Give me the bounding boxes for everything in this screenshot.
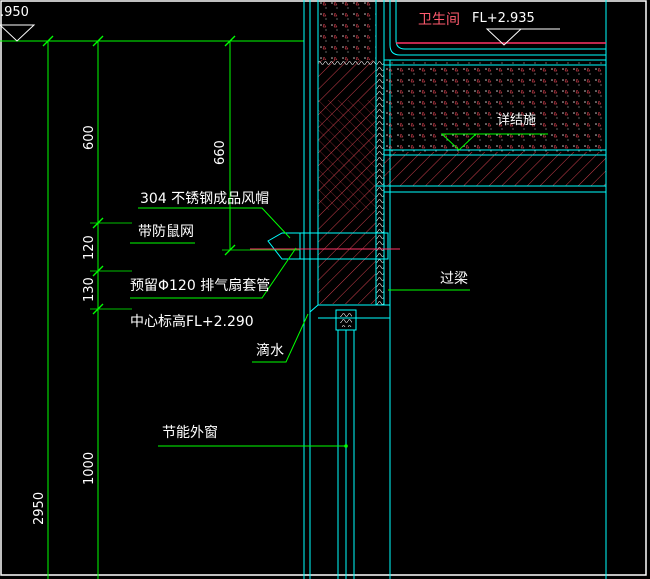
vent-cap-leader <box>138 207 291 239</box>
see-structure-text: 详结施 <box>497 113 536 128</box>
dim-600-text: 600 <box>82 125 97 150</box>
dim-130-text: 130 <box>82 277 97 302</box>
elevation-marker-left <box>0 24 36 42</box>
insulation-layer <box>376 60 384 305</box>
drip-text: 滴水 <box>256 342 284 359</box>
dim-ticks <box>42 35 236 315</box>
vent-cap-text: 304 不锈钢成品风帽 <box>140 191 269 207</box>
elevation-top-left-text: .950 <box>0 5 29 20</box>
sleeve-text: 预留Φ120 排气扇套管 <box>130 278 270 294</box>
lintel-text: 过梁 <box>440 271 468 287</box>
drip-leader <box>252 313 309 363</box>
window-frame <box>309 304 357 579</box>
wall-upper-concrete <box>318 0 376 60</box>
exhaust-pipe <box>267 232 389 260</box>
slab-outlines <box>384 0 607 579</box>
room-bathroom-text: 卫生间 <box>418 12 460 28</box>
dim-1000-text: 1000 <box>82 452 97 485</box>
dim-120-text: 120 <box>82 235 97 260</box>
center-elevation-text: 中心标高FL+2.290 <box>130 313 254 330</box>
insulation-band-top <box>318 60 376 65</box>
bathroom-upper <box>389 0 606 56</box>
sleeve-leader <box>130 247 297 299</box>
wall-beam-crosshatch <box>318 100 376 210</box>
window-seal <box>340 313 352 327</box>
rat-mesh-text: 带防鼠网 <box>138 224 194 240</box>
elevation-bathroom-text: FL+2.935 <box>472 11 535 26</box>
dim-2950-text: 2950 <box>32 492 47 525</box>
extension-lines <box>90 222 300 310</box>
window-leader-dot <box>344 444 348 448</box>
slab-hatch <box>384 152 606 186</box>
slab-concrete-top <box>384 60 606 152</box>
window-text: 节能外窗 <box>162 424 218 441</box>
dim-660-text: 660 <box>213 140 228 165</box>
